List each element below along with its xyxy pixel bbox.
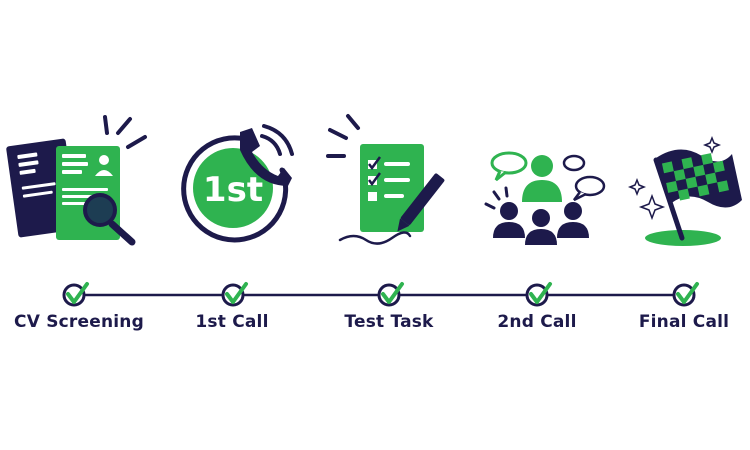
check-icon <box>381 282 404 304</box>
timeline <box>62 282 699 307</box>
checkered-flag-icon <box>627 135 742 246</box>
check-icon <box>529 282 552 304</box>
step-check-4 <box>525 282 552 307</box>
step-label-cv-screening: CV Screening <box>14 312 144 332</box>
check-icon <box>66 282 89 304</box>
step-check-2 <box>221 282 248 307</box>
checklist-pencil-icon <box>326 114 445 245</box>
step-check-1 <box>62 282 89 307</box>
step-check-3 <box>377 282 404 307</box>
step-label-1st-call: 1st Call <box>195 312 269 332</box>
check-icon <box>676 282 699 304</box>
first-call-phone-icon: 1st <box>181 124 294 243</box>
step-label-final-call: Final Call <box>638 312 730 332</box>
illustrations: 1st <box>6 114 742 246</box>
badge-text: 1st <box>203 170 263 210</box>
step-check-5 <box>672 282 699 307</box>
group-interview-icon <box>484 151 606 245</box>
step-label-test-task: Test Task <box>344 312 434 332</box>
check-icon <box>225 282 248 304</box>
step-label-2nd-call: 2nd Call <box>497 312 577 332</box>
cv-document-magnifier-icon <box>6 115 147 246</box>
